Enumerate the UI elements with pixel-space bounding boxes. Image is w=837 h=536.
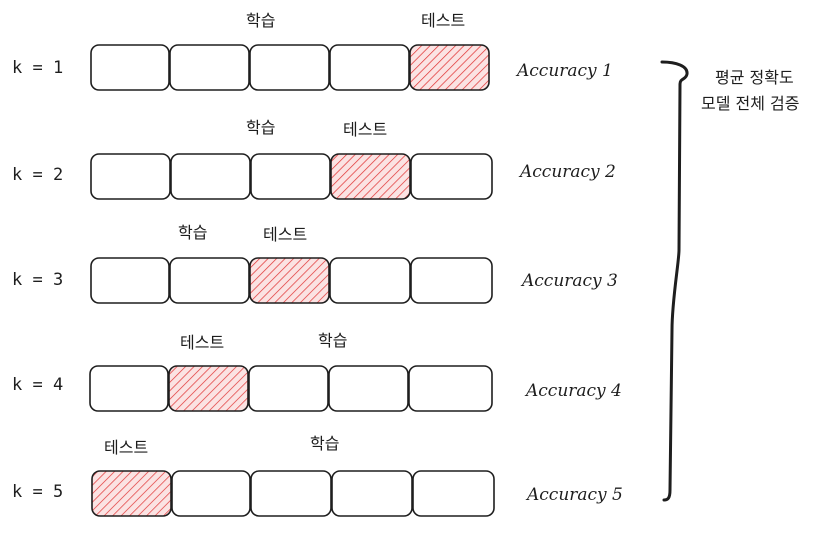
train-label: 학습 — [310, 434, 339, 453]
accuracy-label: Accuracy 5 — [525, 485, 623, 505]
accuracy-label: Accuracy 4 — [524, 381, 622, 401]
fold-box-3 — [249, 44, 330, 91]
fold-box-5 — [410, 257, 493, 304]
fold-box-4-test — [330, 153, 411, 200]
k-label: k = 1 — [12, 58, 63, 78]
train-label: 학습 — [318, 331, 347, 350]
test-label: 테스트 — [343, 120, 387, 139]
curly-bracket — [660, 60, 689, 502]
fold-box-3 — [248, 365, 329, 412]
fold-box-4 — [329, 257, 411, 304]
fold-box-1 — [90, 153, 171, 200]
fold-box-3 — [250, 153, 331, 200]
k-label: k = 5 — [12, 482, 63, 502]
k-label: k = 3 — [12, 270, 63, 290]
accuracy-label: Accuracy 2 — [518, 162, 616, 182]
k-label: k = 2 — [12, 165, 63, 185]
fold-box-5 — [412, 470, 495, 517]
average-accuracy-label: 평균 정확도 — [715, 68, 794, 87]
fold-box-5 — [408, 365, 493, 412]
fold-row-5: k = 5 테스트 학습 Accuracy 5 — [12, 434, 623, 517]
fold-box-3 — [250, 470, 332, 517]
fold-row-1: k = 1 학습 테스트 Accuracy 1 — [12, 11, 613, 91]
fold-row-2: k = 2 학습 테스트 Accuracy 2 — [12, 118, 616, 200]
fold-box-1 — [90, 257, 170, 304]
fold-box-1-test — [91, 470, 172, 517]
test-label: 테스트 — [180, 333, 224, 352]
test-label: 테스트 — [104, 438, 148, 457]
test-label: 테스트 — [421, 11, 465, 30]
train-label: 학습 — [246, 118, 275, 137]
fold-box-1 — [89, 365, 169, 412]
test-label: 테스트 — [263, 225, 307, 244]
fold-box-5 — [410, 153, 493, 200]
fold-box-2-test — [168, 365, 249, 412]
train-label: 학습 — [178, 223, 207, 242]
fold-box-2 — [169, 44, 250, 91]
fold-box-2 — [169, 257, 250, 304]
fold-box-4 — [328, 365, 409, 412]
train-label: 학습 — [246, 11, 275, 30]
accuracy-label: Accuracy 1 — [515, 61, 613, 81]
fold-box-2 — [170, 153, 251, 200]
fold-box-5-test — [409, 44, 490, 91]
fold-box-4 — [331, 470, 413, 517]
fold-row-4: k = 4 테스트 학습 Accuracy 4 — [12, 331, 622, 412]
fold-box-4 — [329, 44, 410, 91]
model-validation-label: 모델 전체 검증 — [701, 94, 800, 113]
fold-box-3-test — [249, 257, 330, 304]
fold-box-2 — [171, 470, 251, 517]
accuracy-label: Accuracy 3 — [520, 271, 618, 291]
fold-box-1 — [90, 44, 170, 91]
fold-row-3: k = 3 학습 테스트 Accuracy 3 — [12, 223, 618, 304]
k-label: k = 4 — [12, 375, 63, 395]
